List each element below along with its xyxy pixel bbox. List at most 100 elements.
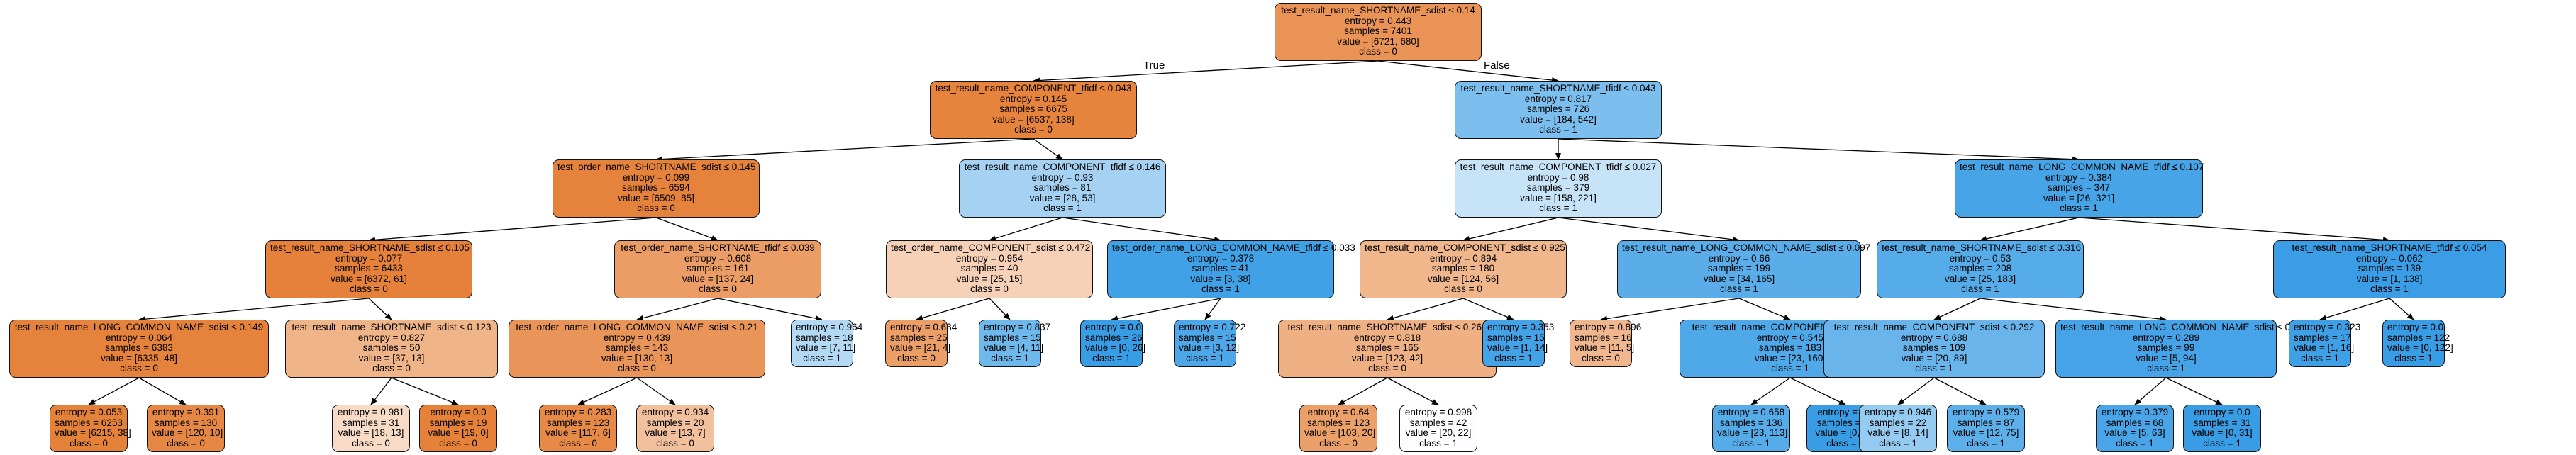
- split-node: test_result_name_COMPONENT_sdist ≤ 0.925…: [1360, 240, 1567, 298]
- node-entropy: entropy = 0.062: [2355, 252, 2424, 264]
- node-class: class = 1: [1201, 283, 1240, 294]
- node-value: value = [6537, 138]: [992, 113, 1075, 125]
- node-entropy: entropy = 0.66: [1708, 252, 1770, 264]
- tree-edge: [1033, 60, 1379, 84]
- node-samples: samples = 161: [686, 263, 750, 274]
- node-samples: samples = 17: [2294, 332, 2351, 343]
- split-node: test_result_name_COMPONENT_tfidf ≤ 0.043…: [930, 81, 1137, 139]
- split-node: test_result_name_LONG_COMMON_NAME_sdist …: [1617, 240, 1870, 298]
- node-value: value = [123, 42]: [1351, 352, 1423, 364]
- node-class: class = 1: [1915, 363, 1953, 373]
- tree-edge: [1600, 298, 1740, 322]
- split-node: test_result_name_LONG_COMMON_NAME_sdist …: [9, 320, 269, 378]
- node-entropy: entropy = 0.053: [55, 407, 123, 417]
- tree-edge: [2319, 298, 2390, 321]
- node-value: value = [28, 53]: [1029, 192, 1096, 203]
- node-entropy: entropy = 0.145: [999, 93, 1067, 104]
- tree-edge: [1033, 138, 1063, 160]
- split-node: test_result_name_COMPONENT_sdist ≤ 0.292…: [1823, 320, 2045, 378]
- node-samples: samples = 130: [154, 417, 218, 428]
- node-samples: samples = 15: [1487, 332, 1545, 343]
- node-entropy: entropy = 0.384: [2045, 172, 2113, 183]
- node-value: value = [1, 138]: [2356, 273, 2423, 284]
- node-samples: samples = 99: [2137, 342, 2195, 353]
- node-value: value = [6509, 85]: [618, 192, 694, 203]
- split-node: test_order_name_LONG_COMMON_NAME_tfidf ≤…: [1107, 240, 1355, 298]
- split-node: test_result_name_SHORTNAME_sdist ≤ 0.123…: [285, 320, 498, 378]
- node-split-condition: test_order_name_SHORTNAME_tfidf ≤ 0.039: [621, 242, 815, 253]
- node-value: value = [0, 31]: [2192, 427, 2253, 438]
- node-value: value = [6215, 38]: [55, 427, 131, 438]
- node-class: class = 0: [1368, 363, 1406, 373]
- tree-edge: [989, 217, 1063, 242]
- node-class: class = 0: [637, 203, 675, 213]
- node-samples: samples = 6383: [105, 342, 173, 353]
- node-samples: samples = 123: [546, 417, 610, 428]
- tree-edge: [1558, 138, 2080, 162]
- node-entropy: entropy = 0.099: [622, 172, 690, 183]
- node-class: class = 1: [1720, 283, 1758, 294]
- node-samples: samples = 68: [2106, 417, 2164, 428]
- node-value: value = [8, 14]: [1867, 427, 1928, 438]
- node-samples: samples = 7401: [1344, 26, 1412, 36]
- node-value: value = [0, 26]: [1085, 342, 1146, 353]
- node-class: class = 0: [618, 363, 656, 373]
- split-node: test_result_name_COMPONENT_tfidf ≤ 0.027…: [1455, 159, 1662, 218]
- node-entropy: entropy = 0.818: [1353, 332, 1421, 343]
- node-value: value = [37, 13]: [358, 352, 425, 364]
- tree-edge: [1980, 217, 2080, 242]
- node-value: value = [103, 20]: [1304, 427, 1376, 438]
- node-entropy: entropy = 0.827: [357, 332, 426, 343]
- node-entropy: entropy = 0.688: [1900, 332, 1968, 343]
- tree-edge: [1204, 298, 1221, 320]
- node-value: value = [117, 6]: [545, 427, 611, 438]
- node-class: class = 1: [1732, 437, 1770, 449]
- node-samples: samples = 41: [1192, 263, 1250, 274]
- node-samples: samples = 183: [1758, 342, 1822, 353]
- split-node: test_result_name_LONG_COMMON_NAME_sdist …: [2055, 320, 2298, 378]
- tree-edge: [636, 298, 718, 321]
- node-samples: samples = 180: [1431, 263, 1495, 274]
- node-entropy: entropy = 0.981: [337, 407, 405, 417]
- node-class: class = 1: [1539, 124, 1577, 135]
- tree-edge: [2389, 298, 2414, 320]
- tree-edge: [655, 138, 1034, 162]
- node-value: value = [1, 14]: [1487, 342, 1548, 353]
- split-node: test_result_name_SHORTNAME_sdist ≤ 0.316…: [1877, 240, 2084, 298]
- node-split-condition: test_order_name_SHORTNAME_sdist ≤ 0.145: [557, 162, 756, 172]
- node-entropy: entropy = 0.934: [641, 407, 709, 417]
- node-class: class = 0: [120, 363, 158, 373]
- node-class: class = 0: [372, 363, 411, 373]
- node-samples: samples = 347: [2047, 182, 2111, 193]
- node-samples: samples = 26: [1085, 332, 1143, 343]
- node-value: value = [12, 75]: [1953, 427, 2019, 438]
- node-entropy: entropy = 0.353: [1487, 322, 1555, 332]
- node-entropy: entropy = 0.0: [1085, 322, 1142, 332]
- tree-edge: [655, 217, 718, 241]
- node-samples: samples = 31: [342, 417, 400, 428]
- node-value: value = [6335, 48]: [101, 352, 177, 364]
- node-entropy: entropy = 0.894: [1429, 252, 1497, 264]
- tree-edge: [1789, 377, 1846, 405]
- node-value: value = [5, 63]: [2104, 427, 2165, 438]
- tree-edge: [368, 217, 657, 243]
- node-value: value = [3, 38]: [1190, 273, 1251, 284]
- node-class: class = 0: [70, 437, 108, 449]
- node-split-condition: test_result_name_SHORTNAME_sdist ≤ 0.316: [1882, 242, 2082, 253]
- node-value: value = [0, 122]: [2387, 342, 2453, 353]
- node-entropy: entropy = 0.964: [796, 322, 863, 332]
- node-class: class = 0: [1014, 124, 1053, 135]
- node-value: value = [3, 12]: [1179, 342, 1240, 353]
- tree-edge: [1933, 377, 1987, 405]
- node-entropy: entropy = 0.579: [1952, 407, 2020, 417]
- node-class: class = 0: [1359, 46, 1397, 57]
